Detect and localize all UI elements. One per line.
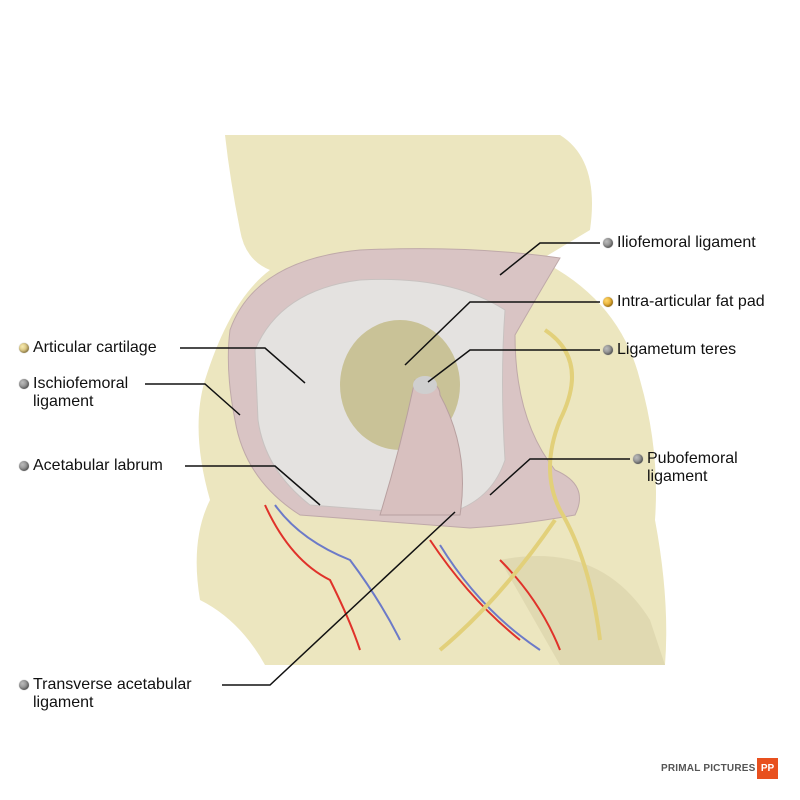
marker-transverse[interactable]	[19, 680, 29, 690]
leader-pubofemoral	[489, 458, 630, 496]
leader-iliofemoral	[499, 242, 600, 276]
leader-ligamentum-teres	[427, 349, 600, 383]
label-line-1: Pubofemoral	[647, 450, 738, 467]
label-line-1: Transverse acetabular	[33, 676, 192, 693]
brand-name: PRIMAL PICTURES	[661, 763, 756, 774]
label-line-2: ligament	[647, 468, 708, 485]
marker-fat-pad[interactable]	[603, 297, 613, 307]
marker-pubofemoral[interactable]	[633, 454, 643, 464]
label-iliofemoral: Iliofemoral ligament	[617, 234, 756, 251]
leader-labrum	[185, 465, 321, 506]
marker-labrum[interactable]	[19, 461, 29, 471]
label-ligamentum-teres: Ligametum teres	[617, 341, 737, 358]
marker-ligamentum-teres[interactable]	[603, 345, 613, 355]
brand-logo: PP	[757, 758, 778, 779]
label-line-2: ligament	[33, 694, 94, 711]
label-fat-pad: Intra-articular fat pad	[617, 293, 765, 310]
leader-ischiofemoral	[145, 383, 241, 416]
vessels	[264, 328, 602, 652]
leader-transverse	[222, 511, 456, 686]
femoral-head	[340, 320, 463, 516]
leader-articular-cartilage	[180, 347, 306, 384]
marker-ischiofemoral[interactable]	[19, 379, 29, 389]
label-line-2: ligament	[33, 393, 94, 410]
label-labrum: Acetabular labrum	[33, 457, 163, 474]
leader-lines	[145, 242, 630, 686]
label-line-1: Ischiofemoral	[33, 375, 129, 392]
marker-articular-cartilage[interactable]	[19, 343, 29, 353]
label-articular-cartilage: Articular cartilage	[33, 339, 157, 356]
marker-iliofemoral[interactable]	[603, 238, 613, 248]
leader-fat-pad	[404, 301, 600, 366]
